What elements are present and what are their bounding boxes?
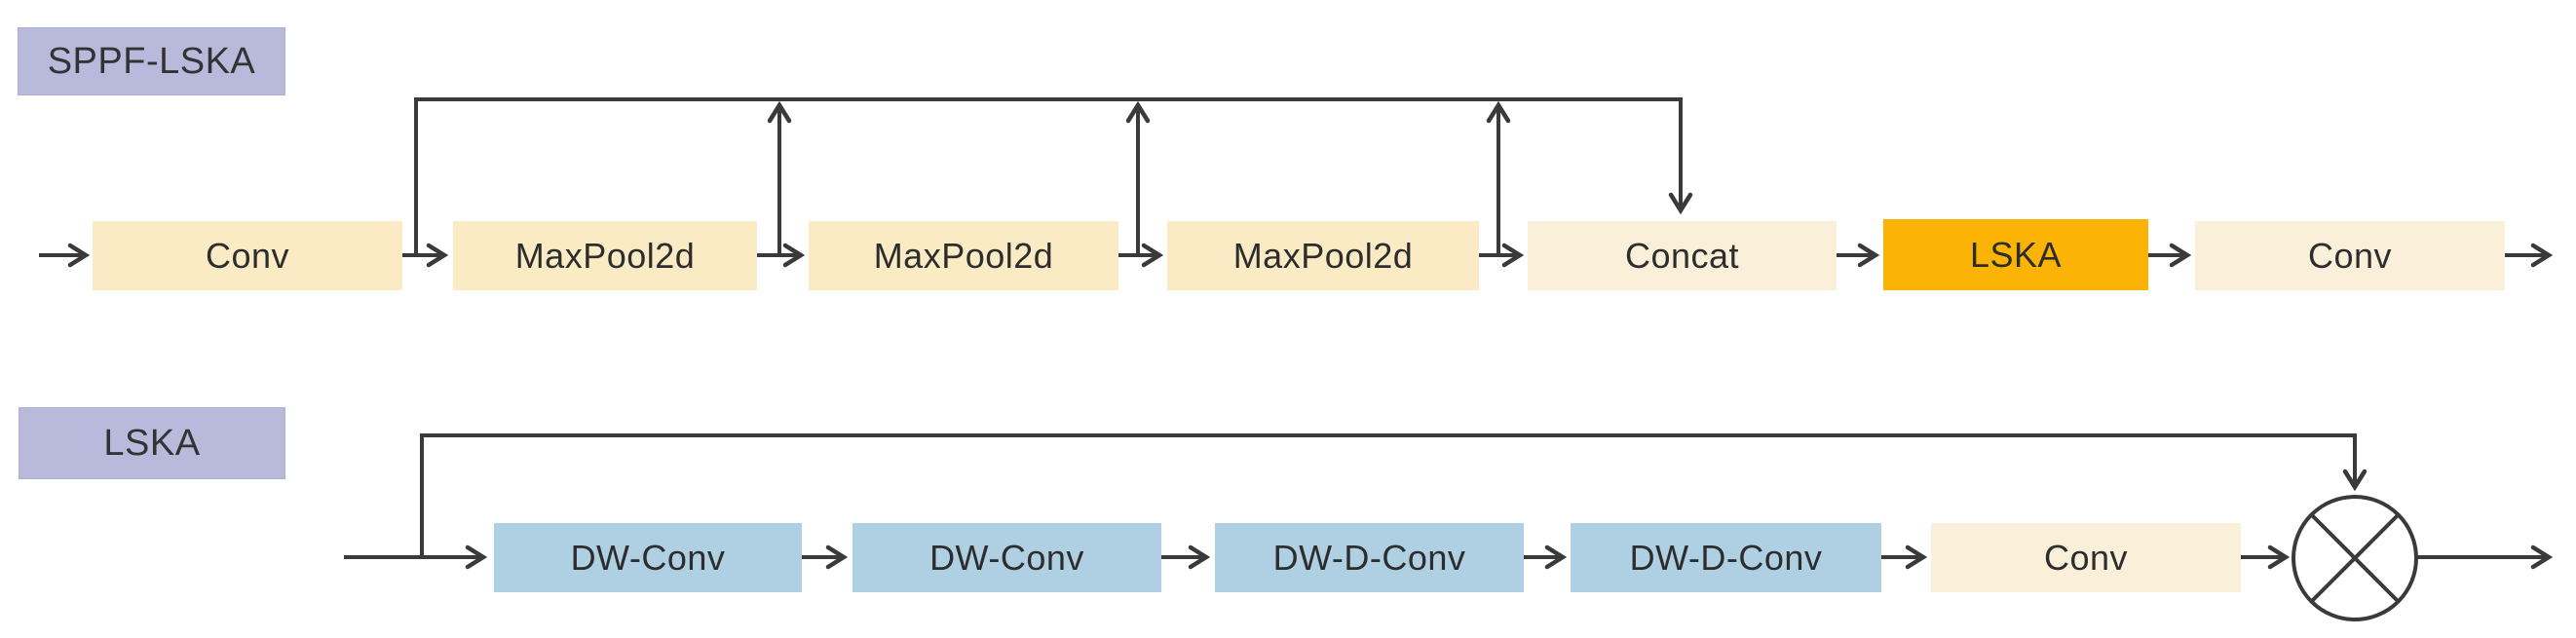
multiply-icon (2292, 495, 2418, 621)
lska-skip-connection (420, 433, 2368, 557)
sppf-module-label: SPPF-LSKA (18, 27, 285, 95)
block-conv-output: Conv (2195, 221, 2505, 290)
sppf-skip-connection (414, 97, 1693, 255)
block-maxpool2d-1: MaxPool2d (453, 221, 757, 290)
block-dw-d-conv-1: DW-D-Conv (1215, 523, 1524, 592)
lska-module-label: LSKA (19, 407, 285, 479)
block-maxpool2d-3: MaxPool2d (1167, 221, 1479, 290)
block-dw-d-conv-2: DW-D-Conv (1571, 523, 1881, 592)
block-conv-input: Conv (93, 221, 402, 290)
block-lska: LSKA (1883, 219, 2148, 290)
block-dw-conv-2: DW-Conv (852, 523, 1161, 592)
block-concat: Concat (1528, 221, 1837, 290)
block-dw-conv-1: DW-Conv (494, 523, 802, 592)
block-conv-lska: Conv (1931, 523, 2241, 592)
block-maxpool2d-2: MaxPool2d (809, 221, 1118, 290)
